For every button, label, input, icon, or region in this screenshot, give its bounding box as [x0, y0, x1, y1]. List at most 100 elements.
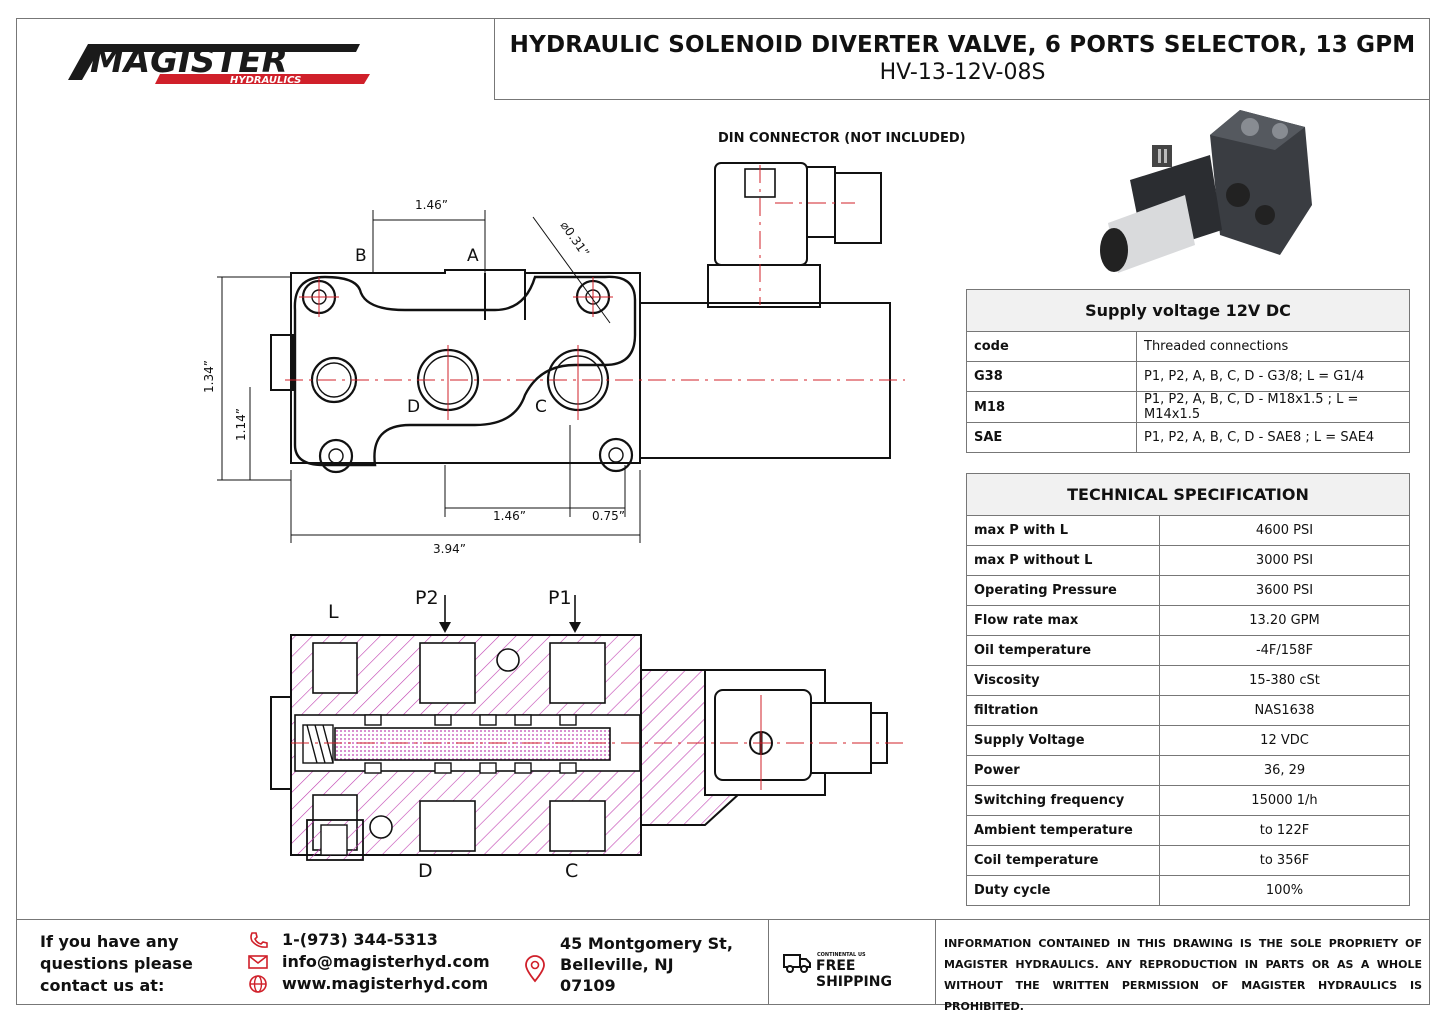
address-line-2: Belleville, NJ: [560, 955, 674, 974]
section-label-d: D: [418, 860, 433, 882]
row-key: Flow rate max: [966, 605, 1160, 636]
dim-bottom-a: 1.46”: [493, 509, 526, 523]
row-value: P1, P2, A, B, C, D - G3/8; L = G1/4: [1136, 361, 1410, 392]
dimension-lines: [217, 210, 641, 543]
row-key: Ambient temperature: [966, 815, 1160, 846]
phone-row[interactable]: 1-(973) 344-5313: [248, 929, 490, 951]
spec-table-header: TECHNICAL SPECIFICATION: [966, 473, 1410, 516]
supply-table-header: Supply voltage 12V DC: [966, 289, 1410, 332]
magister-logo: MAGISTER HYDRAULICS: [68, 41, 370, 86]
top-view: [270, 162, 891, 474]
row-value: NAS1638: [1159, 695, 1410, 726]
dim-overall: 3.94”: [433, 542, 466, 556]
address-line-1: 45 Montgomery St,: [560, 934, 733, 953]
port-label-b: B: [355, 246, 367, 266]
page-title: HYDRAULIC SOLENOID DIVERTER VALVE, 6 POR…: [509, 32, 1416, 58]
row-value: to 356F: [1159, 845, 1410, 876]
website-url: www.magisterhyd.com: [282, 974, 489, 993]
section-label-c: C: [565, 860, 578, 882]
row-value: 12 VDC: [1159, 725, 1410, 756]
website-row[interactable]: www.magisterhyd.com: [248, 973, 490, 995]
port-label-a: A: [467, 246, 479, 266]
row-key: code: [966, 331, 1137, 362]
email-address: info@magisterhyd.com: [282, 952, 490, 971]
row-key: G38: [966, 361, 1137, 392]
globe-icon: [249, 975, 267, 993]
technical-drawing: 1.46” ⌀0.31” 1.34” 1.14” 1.46” 0.75” 3.9…: [202, 162, 905, 882]
row-value: -4F/158F: [1159, 635, 1410, 666]
contact-heading: If you have any questions please contact…: [40, 932, 193, 995]
logo-tagline: HYDRAULICS: [230, 75, 301, 86]
phone-number: 1-(973) 344-5313: [282, 930, 438, 949]
shipping-region: CONTINENTAL US: [817, 952, 866, 958]
port-label-c: C: [535, 397, 547, 417]
row-key: max P without L: [966, 545, 1160, 576]
dim-height-inner: 1.14”: [234, 408, 248, 441]
footer: [16, 919, 1430, 1005]
phone-icon: [250, 932, 268, 948]
row-key: SAE: [966, 422, 1137, 453]
row-value: 15-380 cSt: [1159, 665, 1410, 696]
page-frame: [16, 18, 1430, 1005]
shipping-text: FREE SHIPPING: [816, 958, 892, 990]
contact-details: 1-(973) 344-5313 info@magisterhyd.com ww…: [248, 929, 490, 995]
row-value: P1, P2, A, B, C, D - M18x1.5 ; L = M14x1…: [1136, 391, 1410, 423]
email-row[interactable]: info@magisterhyd.com: [248, 951, 490, 973]
email-icon: [248, 955, 268, 969]
row-value: 3600 PSI: [1159, 575, 1410, 606]
address-block: 45 Montgomery St, Belleville, NJ 07109: [524, 933, 733, 996]
row-key: max P with L: [966, 515, 1160, 546]
row-key: filtration: [966, 695, 1160, 726]
section-label-p2: P2: [415, 587, 439, 609]
table-row: Oil temperature-4F/158F: [966, 635, 1410, 666]
row-key: Supply Voltage: [966, 725, 1160, 756]
row-value: 13.20 GPM: [1159, 605, 1410, 636]
dim-bore: ⌀0.31”: [558, 219, 593, 260]
shipping-badge: CONTINENTAL US FREE SHIPPING: [768, 919, 936, 1005]
section-label-p1: P1: [548, 587, 572, 609]
section-view: [270, 595, 905, 861]
row-value: to 122F: [1159, 815, 1410, 846]
legal-notice: INFORMATION CONTAINED IN THIS DRAWING IS…: [944, 937, 1422, 1013]
din-connector-label: DIN CONNECTOR (NOT INCLUDED): [718, 131, 966, 146]
row-key: Power: [966, 755, 1160, 786]
row-value: 36, 29: [1159, 755, 1410, 786]
row-key: Oil temperature: [966, 635, 1160, 666]
row-key: Switching frequency: [966, 785, 1160, 816]
row-key: Operating Pressure: [966, 575, 1160, 606]
center-lines: [285, 165, 905, 420]
row-value: 4600 PSI: [1159, 515, 1410, 546]
row-value: 3000 PSI: [1159, 545, 1410, 576]
address-line-3: 07109: [560, 976, 616, 995]
dim-top-width: 1.46”: [415, 198, 448, 212]
section-label-l: L: [328, 601, 339, 623]
dim-bottom-b: 0.75”: [592, 509, 625, 523]
row-value: Threaded connections: [1136, 331, 1410, 362]
dim-height-total: 1.34”: [202, 360, 216, 393]
title-block: HYDRAULIC SOLENOID DIVERTER VALVE, 6 POR…: [494, 18, 1430, 100]
row-value: 15000 1/h: [1159, 785, 1410, 816]
row-key: Coil temperature: [966, 845, 1160, 876]
row-key: Viscosity: [966, 665, 1160, 696]
location-pin-icon: [525, 955, 545, 983]
row-key: M18: [966, 391, 1137, 423]
truck-icon: [783, 954, 811, 973]
